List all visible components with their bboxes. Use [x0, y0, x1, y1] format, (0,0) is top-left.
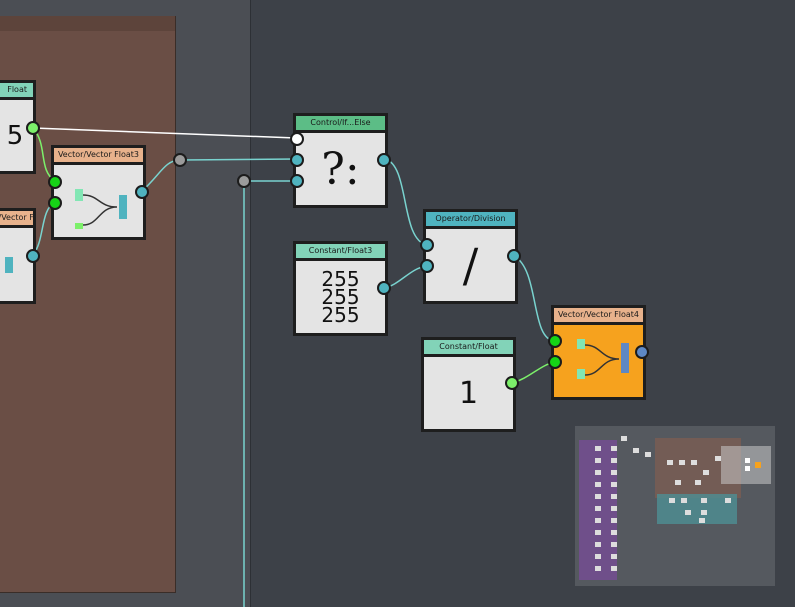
- reroute-point-1[interactable]: [173, 153, 187, 167]
- node-title: Constant/Float3: [296, 244, 385, 258]
- minimap[interactable]: [575, 426, 775, 586]
- value-x: 255: [321, 267, 360, 291]
- input-port-x[interactable]: [48, 175, 62, 189]
- vector-merge-icon: [576, 339, 629, 379]
- minimap-overview: [579, 436, 771, 580]
- node-value: 1: [458, 375, 479, 411]
- output-port[interactable]: [26, 249, 40, 263]
- input-port-y[interactable]: [48, 196, 62, 210]
- node-control-ifelse[interactable]: Control/If...Else ?:: [290, 113, 391, 208]
- node-title: Float: [0, 83, 33, 97]
- node-title: Operator/Division: [426, 212, 515, 226]
- node-vector-float4[interactable]: Vector/Vector Float4: [548, 305, 649, 400]
- node-constant-float3[interactable]: Constant/Float3 255 255 255: [293, 241, 391, 336]
- division-symbol: /: [462, 238, 479, 292]
- node-vector-float3[interactable]: Vector/Vector Float3: [48, 145, 149, 240]
- value-y: 255: [321, 285, 360, 309]
- node-title: Vector/Vector Float2: [0, 211, 33, 225]
- input-port-false[interactable]: [290, 174, 304, 188]
- ifelse-symbol: ?:: [321, 143, 360, 195]
- output-port[interactable]: [635, 345, 649, 359]
- node-title: Vector/Vector Float4: [554, 308, 643, 322]
- output-port[interactable]: [505, 376, 519, 390]
- input-port-condition[interactable]: [290, 132, 304, 146]
- input-port-a[interactable]: [420, 238, 434, 252]
- input-port-xyz[interactable]: [548, 334, 562, 348]
- output-port[interactable]: [26, 121, 40, 135]
- output-port[interactable]: [377, 153, 391, 167]
- wire-ifelse-to-division: [384, 158, 428, 246]
- wire-division-to-vec4: [513, 255, 556, 342]
- node-constant-float[interactable]: Constant/Float 1: [421, 337, 519, 432]
- input-port-true[interactable]: [290, 153, 304, 167]
- node-title: Control/If...Else: [296, 116, 385, 130]
- input-port-b[interactable]: [420, 259, 434, 273]
- vector-merge-icon: [74, 189, 127, 229]
- group-header[interactable]: [0, 16, 175, 31]
- output-port[interactable]: [507, 249, 521, 263]
- reroute-point-2[interactable]: [237, 174, 251, 188]
- value-z: 255: [321, 303, 360, 327]
- output-port[interactable]: [377, 281, 391, 295]
- divider-line: [250, 0, 251, 607]
- output-port[interactable]: [135, 185, 149, 199]
- node-vector-float2[interactable]: Vector/Vector Float2: [0, 208, 40, 304]
- node-value: 5: [6, 120, 24, 151]
- node-operator-division[interactable]: Operator/Division /: [420, 209, 521, 304]
- node-title: Vector/Vector Float3: [54, 148, 143, 162]
- input-port-w[interactable]: [548, 355, 562, 369]
- node-title: Constant/Float: [424, 340, 513, 354]
- node-float-left[interactable]: Float 5: [0, 80, 40, 174]
- vector-merge-icon: [5, 256, 13, 273]
